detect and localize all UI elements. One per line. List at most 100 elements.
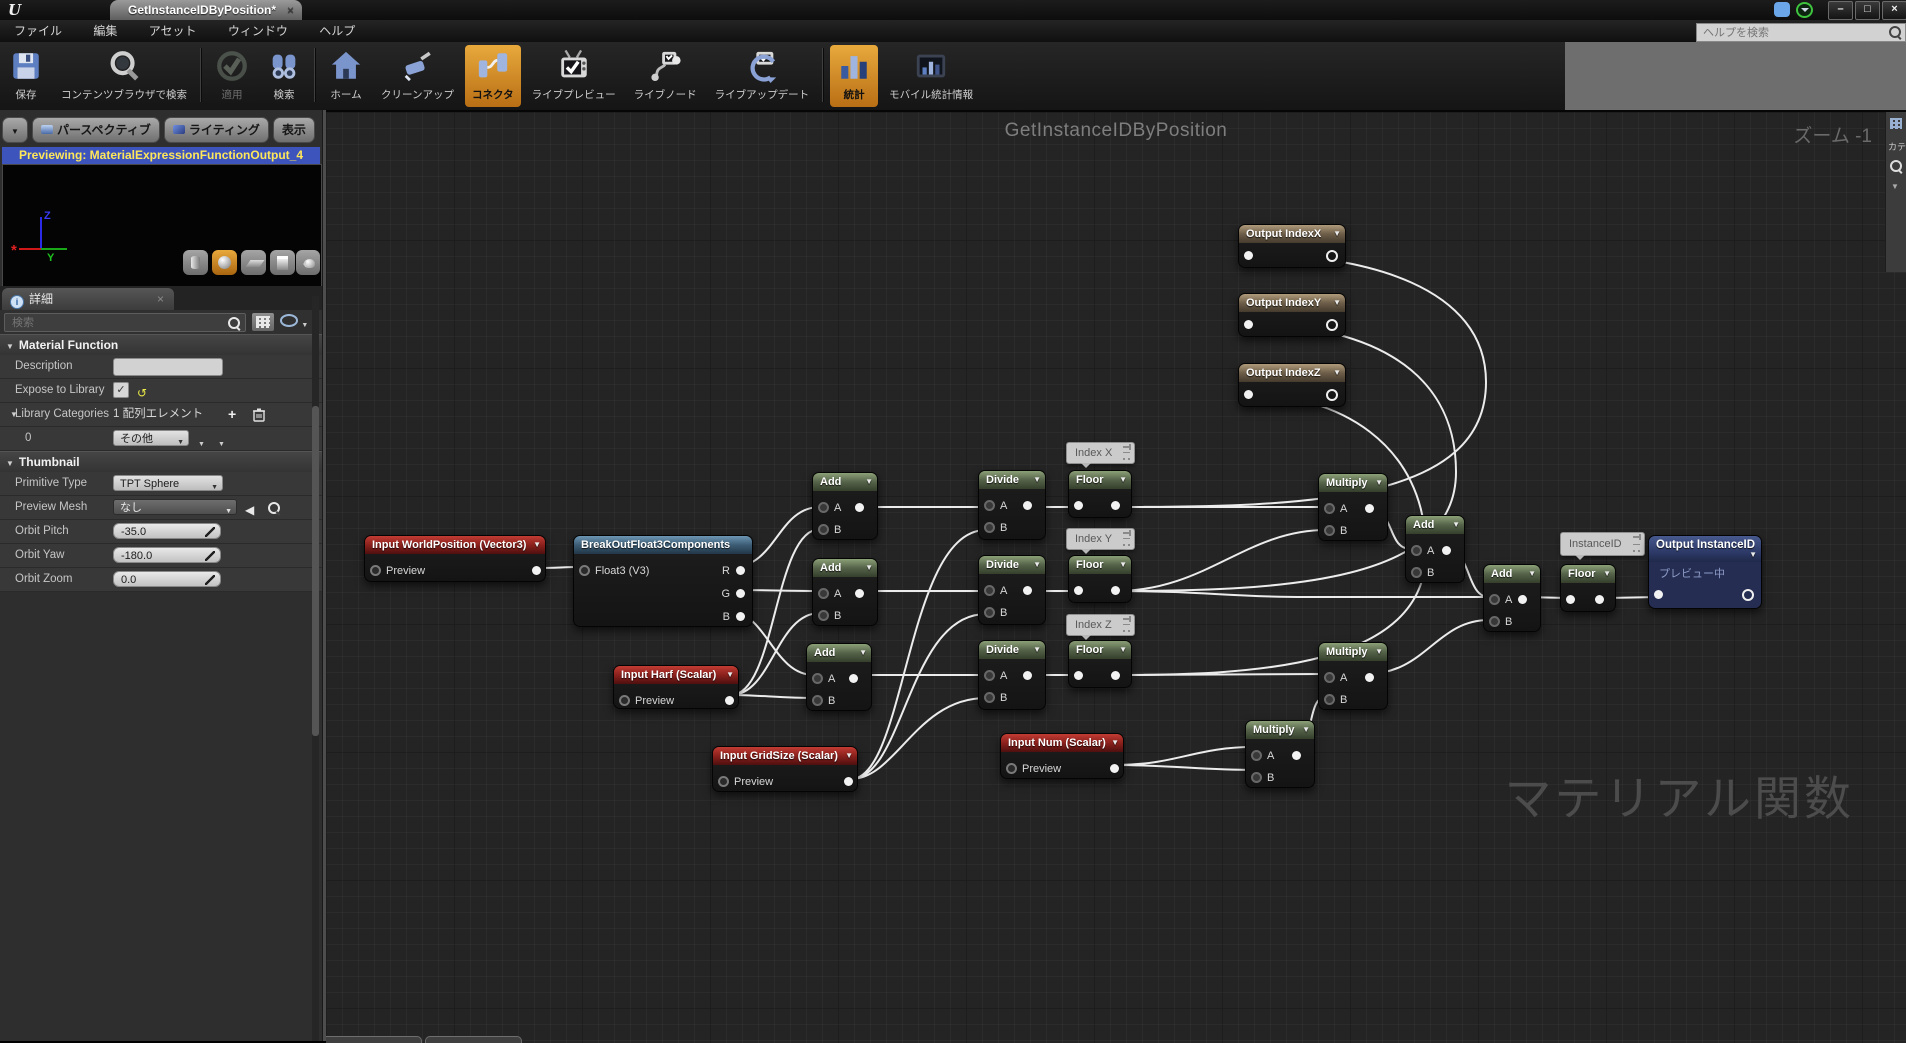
- input-pin[interactable]: [1654, 590, 1663, 599]
- palette-strip[interactable]: カテ ▼: [1885, 112, 1906, 272]
- output-pin[interactable]: [1023, 671, 1032, 680]
- reset-to-default-icon[interactable]: ↺: [137, 382, 147, 405]
- preview-eye-pin[interactable]: [1326, 319, 1338, 331]
- preview-shape-cylinder-button[interactable]: [183, 250, 208, 275]
- viewport-options-button[interactable]: ▼: [2, 117, 28, 143]
- input-pin[interactable]: [812, 695, 823, 706]
- input-pin[interactable]: [812, 673, 823, 684]
- output-pin[interactable]: [736, 566, 745, 575]
- input-pin[interactable]: [1566, 595, 1575, 604]
- node-add[interactable]: Add▼AB: [812, 472, 878, 540]
- input-pin[interactable]: [1489, 616, 1500, 627]
- preview-eye-pin[interactable]: [1742, 589, 1754, 601]
- bottom-tab[interactable]: [425, 1036, 522, 1043]
- marketplace-sphere-icon[interactable]: [1796, 2, 1813, 18]
- output-pin[interactable]: [1518, 595, 1527, 604]
- clean-up-button[interactable]: クリーンアップ: [374, 45, 461, 107]
- node-floor[interactable]: Floor▼: [1068, 555, 1132, 603]
- node-input-gridsize-scalar[interactable]: Input GridSize (Scalar)▼Preview: [712, 746, 858, 792]
- preview-shape-plane-button[interactable]: [241, 250, 266, 275]
- input-pin[interactable]: [818, 588, 829, 599]
- comment-index-y[interactable]: Index Y: [1066, 528, 1135, 550]
- comment-instanceid[interactable]: InstanceID: [1560, 532, 1645, 556]
- description-field[interactable]: [113, 358, 223, 376]
- output-pin[interactable]: [1110, 764, 1119, 773]
- input-pin[interactable]: [1251, 772, 1262, 783]
- output-pin[interactable]: [855, 503, 864, 512]
- lighting-button[interactable]: ライティング: [164, 117, 269, 143]
- output-pin[interactable]: [736, 612, 745, 621]
- help-search-input[interactable]: [1701, 24, 1885, 41]
- output-pin[interactable]: [736, 589, 745, 598]
- live-update-button[interactable]: ライブアップデート: [708, 45, 817, 107]
- node-divide[interactable]: Divide▼AB: [978, 555, 1046, 625]
- node-input-num-scalar[interactable]: Input Num (Scalar)▼Preview: [1000, 733, 1124, 779]
- output-pin[interactable]: [1365, 673, 1374, 682]
- node-breakoutfloat3components[interactable]: BreakOutFloat3ComponentsFloat3 (V3)RGB: [573, 535, 753, 627]
- preview-shape-sphere-button[interactable]: [212, 250, 237, 275]
- input-pin[interactable]: [1244, 251, 1253, 260]
- input-pin[interactable]: [1251, 750, 1262, 761]
- input-pin[interactable]: [1324, 672, 1335, 683]
- input-pin[interactable]: [818, 610, 829, 621]
- save-button[interactable]: 保存: [2, 45, 50, 107]
- node-multiply[interactable]: Multiply▼AB: [1318, 642, 1388, 710]
- preview-mesh-dropdown[interactable]: なし▼: [113, 499, 237, 515]
- input-pin[interactable]: [1006, 763, 1017, 774]
- node-multiply[interactable]: Multiply▼AB: [1318, 473, 1388, 541]
- feedback-chat-icon[interactable]: [1774, 2, 1790, 17]
- input-pin[interactable]: [370, 565, 381, 576]
- search-button[interactable]: 検索: [260, 45, 308, 107]
- orbit-pitch-field[interactable]: -35.0: [113, 523, 221, 539]
- node-floor[interactable]: Floor▼: [1068, 470, 1132, 518]
- input-pin[interactable]: [718, 776, 729, 787]
- input-pin[interactable]: [984, 500, 995, 511]
- bottom-tab[interactable]: [326, 1036, 422, 1043]
- element-0-dropdown[interactable]: その他▼: [113, 430, 189, 446]
- menu-file[interactable]: ファイル: [0, 20, 76, 42]
- input-pin[interactable]: [984, 607, 995, 618]
- node-input-worldposition-vector3[interactable]: Input WorldPosition (Vector3)▼Preview: [364, 535, 546, 582]
- input-pin[interactable]: [984, 585, 995, 596]
- node-output-indexx[interactable]: Output IndexX▼: [1238, 224, 1346, 268]
- input-pin[interactable]: [984, 522, 995, 533]
- output-pin[interactable]: [1111, 671, 1120, 680]
- output-pin[interactable]: [1111, 586, 1120, 595]
- node-add[interactable]: Add▼AB: [812, 558, 878, 626]
- input-pin[interactable]: [1074, 501, 1083, 510]
- input-pin[interactable]: [1244, 390, 1253, 399]
- input-pin[interactable]: [1324, 694, 1335, 705]
- node-divide[interactable]: Divide▼AB: [978, 470, 1046, 540]
- section-thumbnail[interactable]: ▼Thumbnail: [0, 451, 322, 473]
- perspective-button[interactable]: パースペクティブ: [32, 117, 160, 143]
- input-pin[interactable]: [818, 502, 829, 513]
- help-search-box[interactable]: [1696, 23, 1906, 42]
- browse-icon[interactable]: [268, 502, 280, 514]
- node-add[interactable]: Add▼AB: [1483, 564, 1541, 632]
- live-preview-button[interactable]: ライブプレビュー: [525, 45, 623, 107]
- find-in-content-browser-button[interactable]: コンテンツブラウザで検索: [54, 45, 194, 107]
- output-pin[interactable]: [1023, 586, 1032, 595]
- show-button[interactable]: 表示: [273, 117, 315, 143]
- node-output-instanceid[interactable]: Output InstanceID▼プレビュー中: [1648, 535, 1762, 609]
- input-pin[interactable]: [1324, 503, 1335, 514]
- input-pin[interactable]: [984, 670, 995, 681]
- node-multiply[interactable]: Multiply▼AB: [1245, 720, 1315, 788]
- input-pin[interactable]: [1411, 545, 1422, 556]
- node-add[interactable]: Add▼AB: [1405, 515, 1465, 583]
- scrollbar-thumb[interactable]: [312, 406, 319, 736]
- menu-window[interactable]: ウィンドウ: [214, 20, 302, 42]
- input-pin[interactable]: [1489, 594, 1500, 605]
- output-pin[interactable]: [532, 566, 541, 575]
- trash-icon[interactable]: [253, 408, 265, 422]
- input-pin[interactable]: [1411, 567, 1422, 578]
- preview-eye-pin[interactable]: [1326, 389, 1338, 401]
- node-output-indexz[interactable]: Output IndexZ▼: [1238, 363, 1346, 407]
- node-add[interactable]: Add▼AB: [806, 643, 872, 711]
- tab-details[interactable]: i詳細 ×: [2, 288, 174, 310]
- preview-viewport[interactable]: Z Y *: [2, 164, 322, 287]
- orbit-zoom-field[interactable]: 0.0: [113, 571, 221, 587]
- details-scrollbar[interactable]: [312, 296, 319, 1041]
- output-pin[interactable]: [1111, 501, 1120, 510]
- close-icon[interactable]: ×: [157, 288, 164, 310]
